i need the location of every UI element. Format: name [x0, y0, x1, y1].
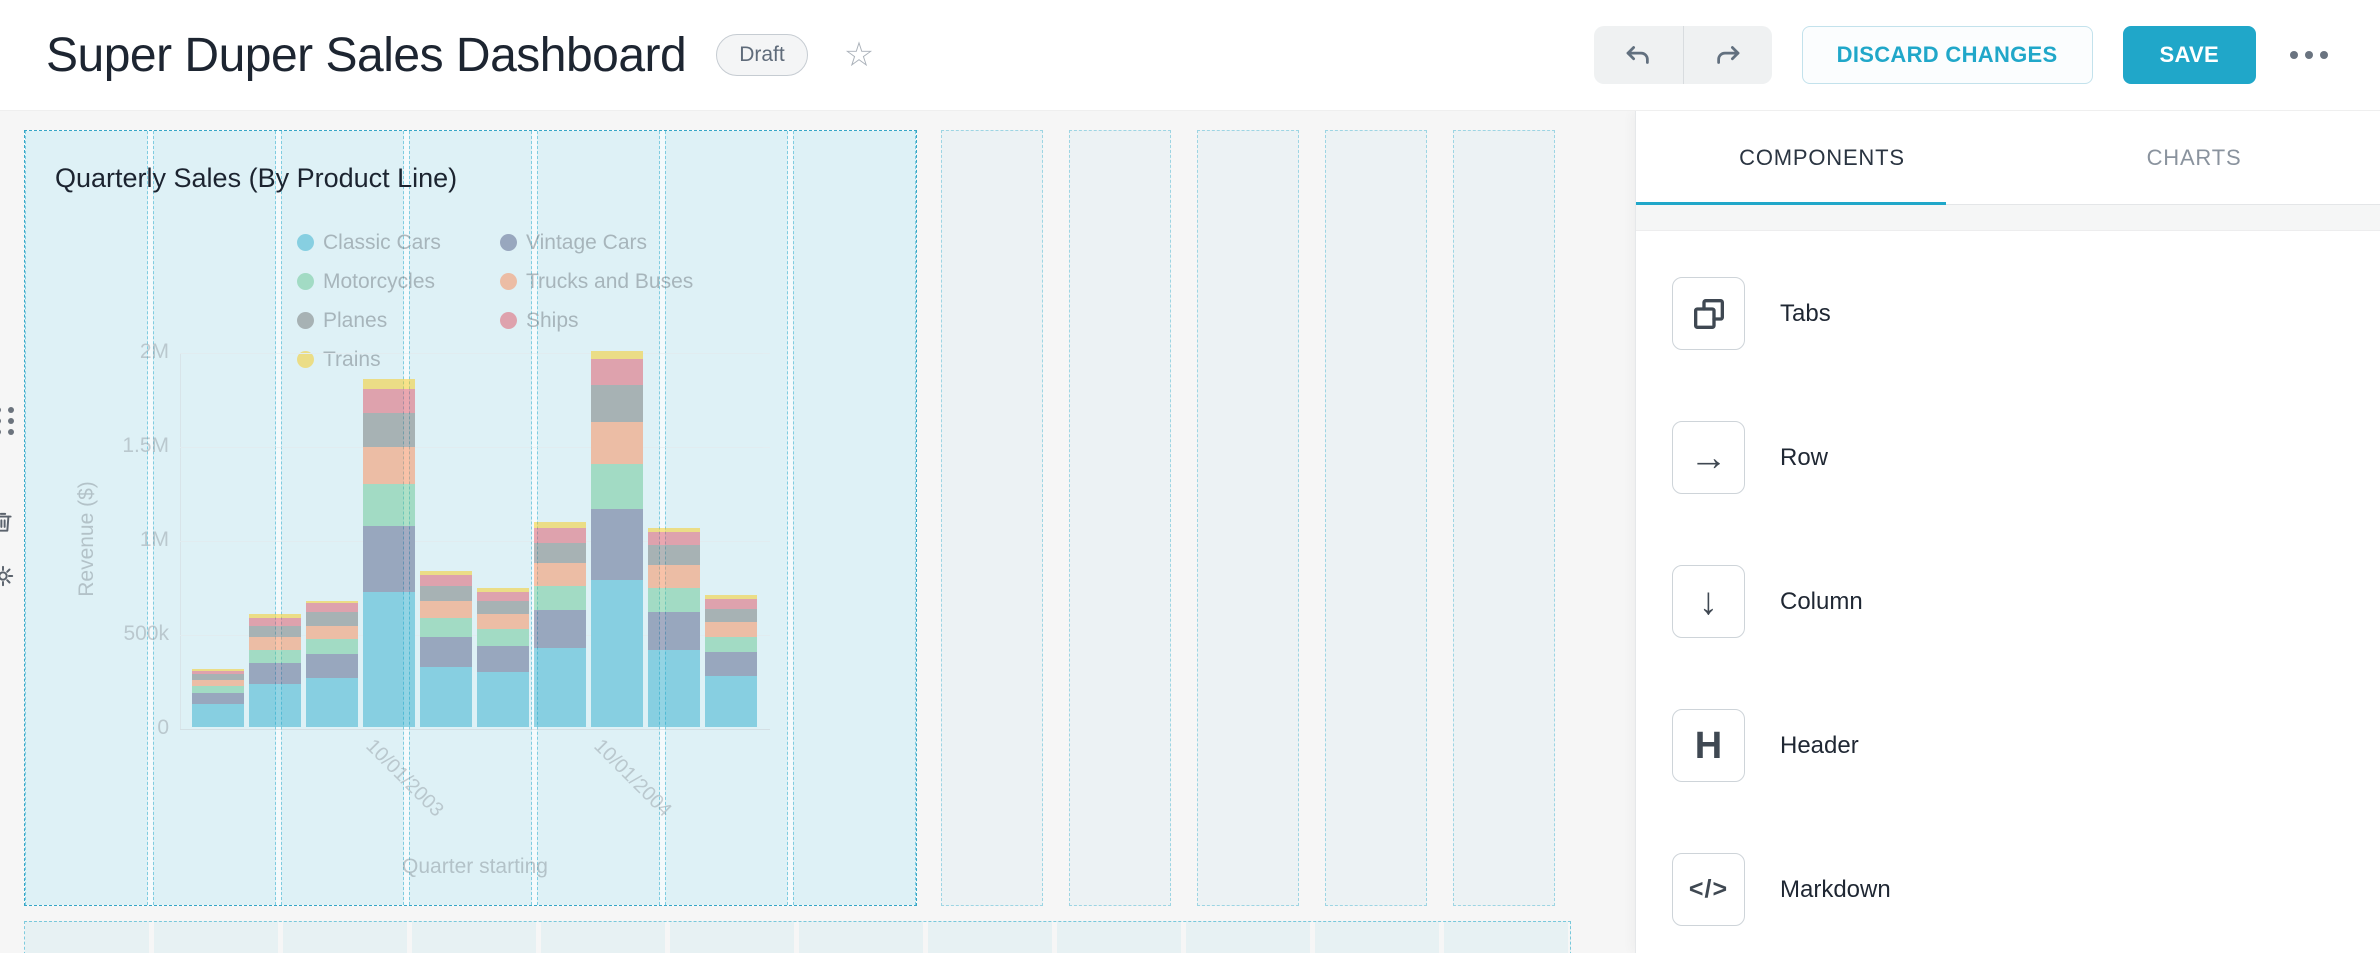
legend-item: Classic Cars [297, 231, 500, 255]
tab-components[interactable]: COMPONENTS [1739, 144, 1905, 170]
active-tab-underline [1636, 202, 1946, 205]
dashboard-title[interactable]: Super Duper Sales Dashboard [46, 28, 687, 82]
markdown-icon: </> [1672, 853, 1745, 926]
stacked-bar [192, 668, 244, 727]
tabs-icon [1672, 277, 1745, 350]
stacked-bar [249, 614, 301, 727]
component-item-label: Tabs [1780, 299, 1831, 327]
y-tick-label: 1.5M [122, 434, 169, 457]
stacked-bar [534, 522, 586, 727]
component-item-markdown[interactable]: </> Markdown [1636, 853, 2380, 926]
legend-item: Planes [297, 309, 500, 333]
favorite-star-icon[interactable]: ☆ [843, 36, 875, 74]
component-item-label: Markdown [1780, 875, 1891, 903]
edit-chart-options-button[interactable] [0, 563, 16, 594]
arrow-right-icon: → [1672, 421, 1745, 494]
y-axis-title: Revenue ($) [75, 481, 98, 597]
dashboard-canvas: Quarterly Sales (By Product Line) Classi… [0, 111, 1635, 953]
chart-card[interactable]: Quarterly Sales (By Product Line) Classi… [24, 130, 917, 906]
more-menu-button[interactable] [2286, 41, 2332, 69]
gridline [180, 541, 770, 542]
legend-item: Vintage Cars [500, 231, 693, 255]
grid-columns-highlight [25, 131, 916, 905]
y-tick-label: 0 [157, 716, 169, 739]
component-item-label: Header [1780, 731, 1859, 759]
trash-icon [0, 512, 12, 532]
stacked-bar [420, 571, 472, 727]
save-button[interactable]: SAVE [2122, 26, 2256, 84]
next-row-placeholder [24, 921, 1571, 953]
stacked-bar [477, 587, 529, 727]
component-item-tabs[interactable]: Tabs [1636, 277, 2380, 350]
builder-panel: COMPONENTS CHARTS Tabs → Row [1635, 111, 2380, 953]
y-tick-label: 1M [139, 528, 169, 551]
stacked-bar [363, 379, 415, 727]
gridline [180, 729, 770, 730]
undo-icon [1626, 46, 1649, 64]
stacked-bar [648, 527, 700, 727]
redo-icon [1716, 46, 1740, 64]
undo-button[interactable] [1594, 26, 1683, 84]
y-tick-label: 2M [139, 340, 169, 363]
chart-title: Quarterly Sales (By Product Line) [55, 163, 458, 193]
legend-item: Trains [297, 348, 500, 372]
gridline [180, 447, 770, 448]
y-axis-line [180, 353, 181, 730]
drag-handle-icon[interactable] [0, 407, 16, 435]
arrow-down-icon: ↓ [1672, 565, 1745, 638]
empty-grid-columns [941, 130, 1555, 906]
discard-changes-button[interactable]: DISCARD CHANGES [1801, 26, 2093, 84]
component-item-label: Row [1780, 443, 1829, 471]
header-icon: H [1672, 709, 1745, 782]
stacked-bar [705, 595, 757, 727]
legend-item: Motorcycles [297, 270, 500, 294]
legend-item: Ships [500, 309, 693, 333]
x-tick-label: 10/01/2003 [361, 735, 448, 822]
redo-button[interactable] [1682, 26, 1772, 84]
x-tick-label: 10/01/2004 [589, 735, 676, 822]
component-item-label: Column [1780, 587, 1863, 615]
topbar-actions: DISCARD CHANGES SAVE [1593, 26, 2332, 84]
component-item-column[interactable]: ↓ Column [1636, 565, 2380, 638]
stacked-bar [591, 351, 643, 727]
y-tick-label: 500k [123, 622, 169, 645]
component-item-header[interactable]: H Header [1636, 709, 2380, 782]
component-list: Tabs → Row ↓ Column H Header [1636, 231, 2380, 926]
undo-redo-group [1593, 26, 1772, 84]
tab-charts[interactable]: CHARTS [2146, 144, 2242, 170]
gridline [180, 635, 770, 636]
panel-subheader [1636, 205, 2380, 231]
x-axis-title: Quarter starting [402, 855, 548, 878]
panel-tabs: COMPONENTS CHARTS [1636, 111, 2380, 205]
component-item-row[interactable]: → Row [1636, 421, 2380, 494]
legend-item: Trucks and Buses [500, 270, 693, 294]
status-badge: Draft [716, 34, 808, 76]
top-bar: Super Duper Sales Dashboard Draft ☆ DISC… [0, 0, 2380, 111]
gridline [180, 353, 770, 354]
gear-icon [0, 565, 14, 587]
stacked-bar [306, 601, 358, 727]
delete-chart-button[interactable] [0, 509, 16, 540]
